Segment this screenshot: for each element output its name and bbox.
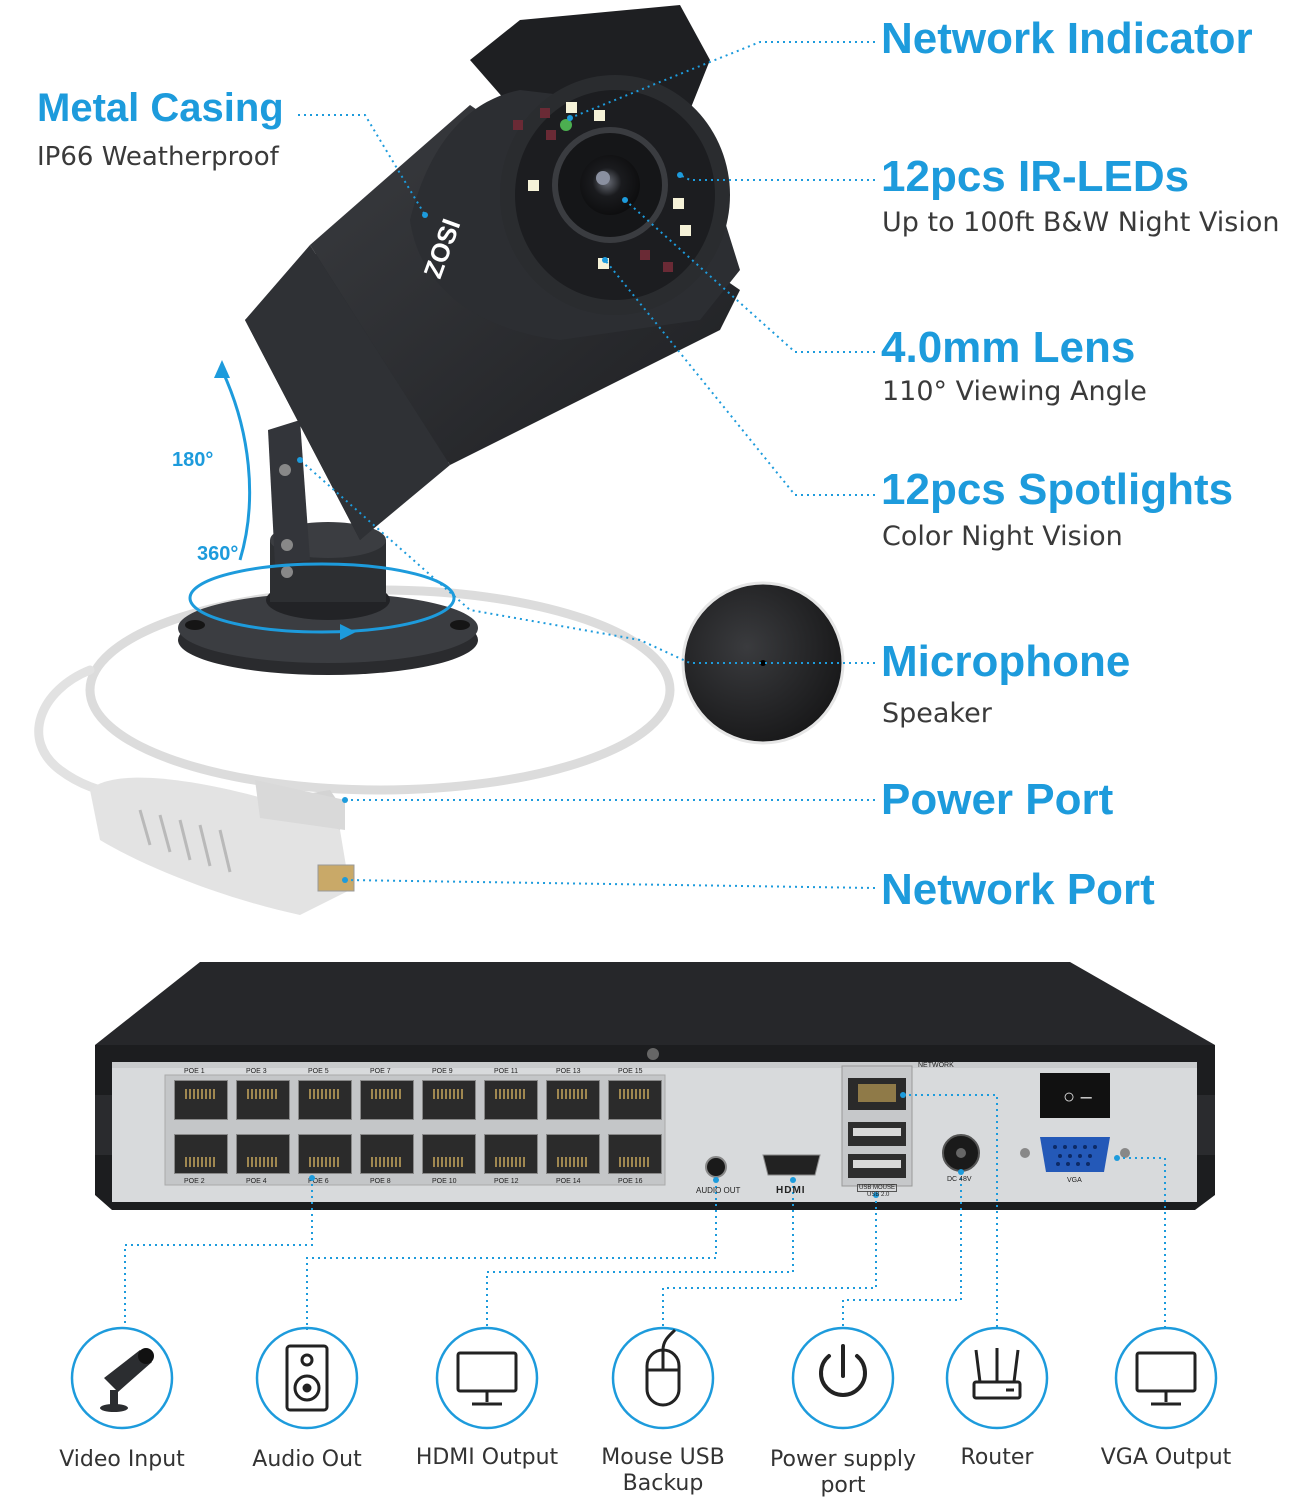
poe-port-top xyxy=(422,1080,476,1120)
poe-port-grid: POE 1 POE 3 POE 5 POE 7 POE 9 POE 11 POE 13 POE… xyxy=(170,1068,665,1193)
power-icon xyxy=(819,1344,867,1397)
poe-port-top xyxy=(298,1080,352,1120)
usb-2-label: USB 2.0 xyxy=(867,1192,890,1198)
power-port-title: Power Port xyxy=(881,775,1114,824)
vga-label: VGA xyxy=(1067,1177,1082,1184)
lens-title: 4.0mm Lens xyxy=(881,323,1136,372)
poe-port-bottom xyxy=(422,1134,476,1174)
camera-icon xyxy=(100,1348,154,1412)
vga-port xyxy=(1040,1137,1110,1172)
power-switch xyxy=(1040,1073,1110,1118)
poe-port-top xyxy=(236,1080,290,1120)
poe-top-label: POE 1 xyxy=(184,1068,205,1075)
monitor-icon xyxy=(456,1351,518,1406)
audio-out-label: AUDIO OUT xyxy=(696,1186,741,1195)
poe-port-bottom xyxy=(546,1134,600,1174)
poe-bottom-label: POE 14 xyxy=(556,1178,581,1185)
poe-top-label: POE 3 xyxy=(246,1068,267,1075)
poe-port-bottom xyxy=(484,1134,538,1174)
usb-port-2 xyxy=(848,1154,906,1178)
svg-text:○ –: ○ – xyxy=(1063,1086,1093,1108)
network-label: NETWORK xyxy=(918,1062,954,1069)
audio-out-jack xyxy=(705,1156,727,1178)
poe-connector xyxy=(90,777,355,915)
power-supply-label-2: port xyxy=(820,1473,866,1498)
nvr-top-cover xyxy=(95,962,1215,1045)
camera-leader-lines xyxy=(298,41,876,889)
poe-bottom-label: POE 8 xyxy=(370,1178,391,1185)
poe-bottom-label: POE 16 xyxy=(618,1178,643,1185)
lens-sub: 110° Viewing Angle xyxy=(882,376,1147,407)
poe-bottom-label: POE 10 xyxy=(432,1178,457,1185)
spotlights-sub: Color Night Vision xyxy=(882,521,1123,552)
hdmi-port xyxy=(762,1154,821,1176)
poe-top-label: POE 11 xyxy=(494,1068,518,1075)
poe-port-top xyxy=(608,1080,662,1120)
camera-arm xyxy=(268,420,310,578)
ir-leds-title: 12pcs IR-LEDs xyxy=(881,152,1190,201)
poe-top-label: POE 13 xyxy=(556,1068,581,1075)
network-port xyxy=(848,1078,906,1110)
usb-mouse-label: USB MOUSE xyxy=(857,1184,898,1192)
poe-port-top xyxy=(174,1080,228,1120)
poe-top-label: POE 5 xyxy=(308,1068,329,1075)
poe-top-label: POE 15 xyxy=(618,1068,643,1075)
hdmi-output-label: HDMI Output xyxy=(415,1445,559,1470)
dc-power-jack xyxy=(942,1134,980,1172)
poe-bottom-label: POE 6 xyxy=(308,1178,329,1185)
poe-port-bottom xyxy=(360,1134,414,1174)
speaker-icon xyxy=(285,1344,329,1412)
video-input-label: Video Input xyxy=(59,1447,185,1472)
power-supply-label-1: Power supply xyxy=(770,1447,916,1472)
rotation-arrows xyxy=(188,360,456,640)
hdmi-label: HDMI xyxy=(776,1185,806,1196)
pan-angle-label: 360° xyxy=(197,543,239,565)
poe-port-bottom xyxy=(174,1134,228,1174)
camera-illustration: ZOSI xyxy=(34,5,876,915)
network-indicator-title: Network Indicator xyxy=(881,14,1253,63)
poe-port-top xyxy=(484,1080,538,1120)
audio-out-icon-label: Audio Out xyxy=(252,1447,362,1472)
poe-port-top xyxy=(360,1080,414,1120)
router-label: Router xyxy=(960,1445,1034,1470)
poe-top-label: POE 7 xyxy=(370,1068,391,1075)
poe-bottom-label: POE 12 xyxy=(494,1178,519,1185)
tilt-angle-label: 180° xyxy=(172,449,214,471)
poe-bottom-label: POE 4 xyxy=(246,1178,267,1185)
mouse-usb-label-2: Backup xyxy=(622,1471,704,1496)
poe-port-bottom xyxy=(236,1134,290,1174)
vga-output-label: VGA Output xyxy=(1100,1445,1232,1470)
network-port-title: Network Port xyxy=(881,865,1155,914)
mouse-icon xyxy=(645,1328,681,1407)
microphone-title: Microphone xyxy=(881,637,1131,686)
usb-port-1 xyxy=(848,1122,906,1146)
microphone-sub: Speaker xyxy=(882,698,992,729)
router-icon xyxy=(972,1348,1022,1400)
metal-casing-title: Metal Casing xyxy=(37,86,284,130)
poe-port-bottom xyxy=(608,1134,662,1174)
monitor-icon xyxy=(1135,1351,1197,1406)
poe-port-bottom xyxy=(298,1134,352,1174)
spotlights-title: 12pcs Spotlights xyxy=(881,465,1234,514)
dc-label: DC 48V xyxy=(947,1176,972,1183)
poe-port-top xyxy=(546,1080,600,1120)
poe-bottom-label: POE 2 xyxy=(184,1178,205,1185)
poe-top-label: POE 9 xyxy=(432,1068,453,1075)
mouse-usb-label-1: Mouse USB xyxy=(601,1445,725,1470)
metal-casing-sub: IP66 Weatherproof xyxy=(37,142,279,172)
camera-body: ZOSI xyxy=(245,5,740,540)
ir-leds-sub: Up to 100ft B&W Night Vision xyxy=(882,207,1280,238)
